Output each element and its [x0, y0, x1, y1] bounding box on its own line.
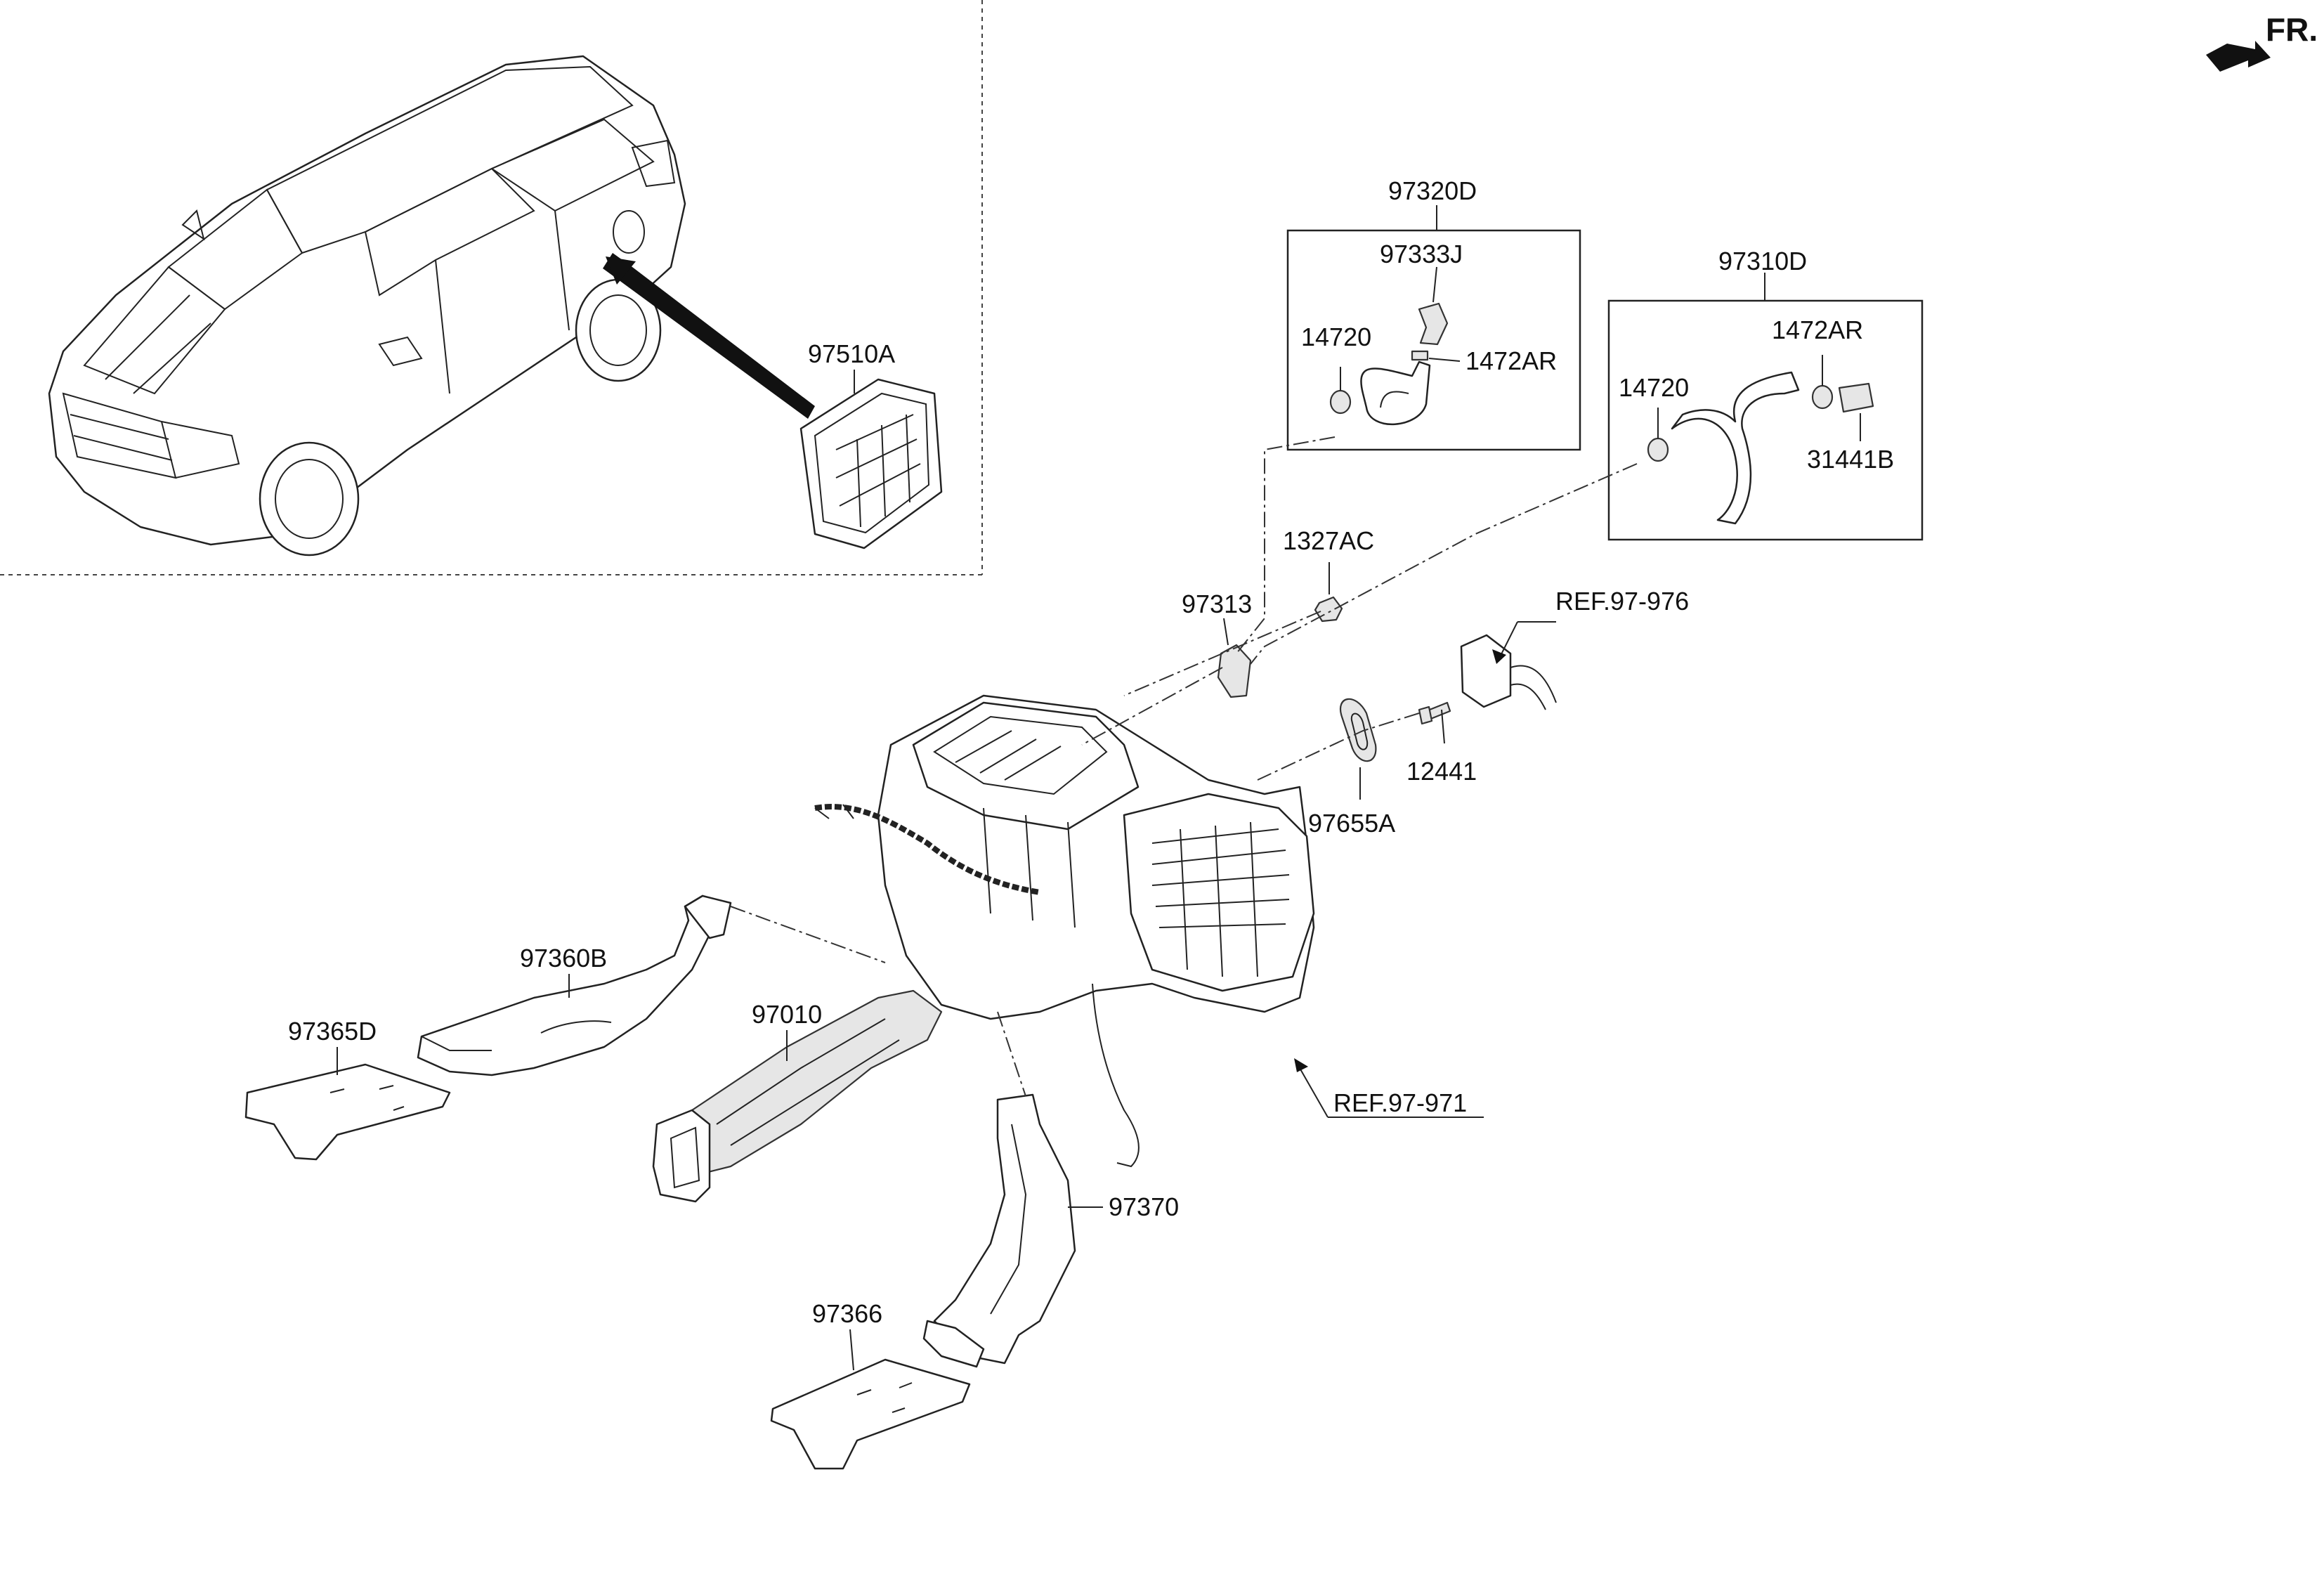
label-97333J: 97333J	[1380, 240, 1463, 268]
label-14720-a: 14720	[1301, 323, 1371, 351]
grommet-97313	[1217, 618, 1252, 698]
front-arrow-icon	[2206, 41, 2271, 72]
label-31441B: 31441B	[1807, 445, 1894, 474]
bolt-12441	[1418, 701, 1451, 744]
label-97510A: 97510A	[808, 339, 895, 368]
hvac-unit-97010	[814, 694, 1484, 1168]
front-direction-indicator: FR.	[2206, 11, 2318, 72]
part-labels: 97510A 97320D 97333J 14720 1472AR 97310D…	[288, 176, 1894, 1328]
label-97310D: 97310D	[1718, 247, 1807, 275]
label-97360B: 97360B	[520, 944, 607, 972]
assembly-box-97320D	[1286, 205, 1581, 451]
duct-97366	[770, 1358, 971, 1470]
label-97320D: 97320D	[1388, 176, 1477, 205]
location-pointer-arrow	[603, 253, 815, 419]
front-direction-label: FR.	[2266, 11, 2318, 48]
label-97010: 97010	[752, 1000, 822, 1029]
leader-lines	[730, 436, 1638, 1097]
label-97366: 97366	[812, 1299, 882, 1328]
label-97370: 97370	[1109, 1192, 1179, 1221]
label-1327AC: 1327AC	[1283, 526, 1374, 555]
duct-97365D	[244, 1063, 451, 1161]
suv-illustration	[48, 55, 686, 557]
duct-97370	[922, 1093, 1076, 1368]
label-14720-b: 14720	[1619, 373, 1689, 402]
duct-97010	[652, 989, 943, 1203]
vent-97510A	[799, 378, 943, 549]
seal-97655A	[1340, 698, 1377, 800]
label-leaders	[337, 370, 1103, 1371]
label-ref-97-971: REF.97-971	[1333, 1088, 1467, 1117]
label-97365D: 97365D	[288, 1017, 377, 1046]
refrigerant-pipe-ref-97-976	[1460, 621, 1557, 710]
label-97655A: 97655A	[1308, 809, 1395, 838]
label-1472AR-b: 1472AR	[1772, 315, 1863, 344]
vehicle-inset	[0, 0, 983, 575]
label-12441: 12441	[1406, 757, 1477, 786]
label-1472AR-a: 1472AR	[1465, 346, 1557, 375]
duct-97360B	[417, 894, 732, 1076]
assembly-box-97310D	[1607, 273, 1924, 541]
label-97313: 97313	[1182, 590, 1252, 618]
label-ref-97-976: REF.97-976	[1555, 587, 1689, 616]
